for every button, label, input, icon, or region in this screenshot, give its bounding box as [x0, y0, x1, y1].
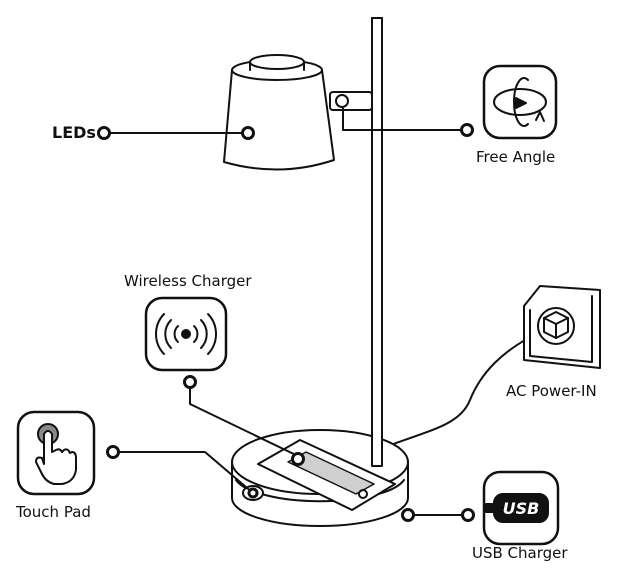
touchpad-dot-left — [106, 445, 120, 459]
label-ac-power-in: AC Power-IN — [506, 382, 597, 400]
label-leds: LEDs — [52, 123, 96, 142]
wireless-callout — [189, 385, 301, 458]
wall-socket-icon — [523, 285, 601, 369]
lamp-pole — [371, 17, 383, 467]
usb-dot-right — [461, 508, 475, 522]
wireless-waves-icon — [144, 296, 228, 372]
label-usb-charger: USB Charger — [472, 544, 568, 562]
touchpad-callout — [117, 451, 254, 494]
lamp-shade — [223, 54, 335, 171]
wireless-dot-top — [183, 375, 197, 389]
touch-finger-icon — [16, 410, 96, 496]
power-cable — [387, 327, 549, 447]
label-wireless-charger: Wireless Charger — [124, 272, 252, 290]
label-free-angle: Free Angle — [476, 148, 556, 166]
leds-dot-right — [241, 126, 255, 140]
free-angle-callout — [342, 107, 463, 131]
lamp-hinge — [329, 91, 373, 111]
usb-dot-base — [401, 508, 415, 522]
rotate-arrow-icon — [482, 64, 558, 140]
wireless-dot-phone — [291, 452, 305, 466]
touchpad-dot-base — [247, 487, 259, 499]
usb-logo-text: USB — [503, 499, 540, 518]
label-touch-pad: Touch Pad — [16, 503, 91, 521]
leds-dot-left — [97, 126, 111, 140]
free-angle-dot — [460, 123, 474, 137]
usb-icon — [482, 470, 560, 546]
